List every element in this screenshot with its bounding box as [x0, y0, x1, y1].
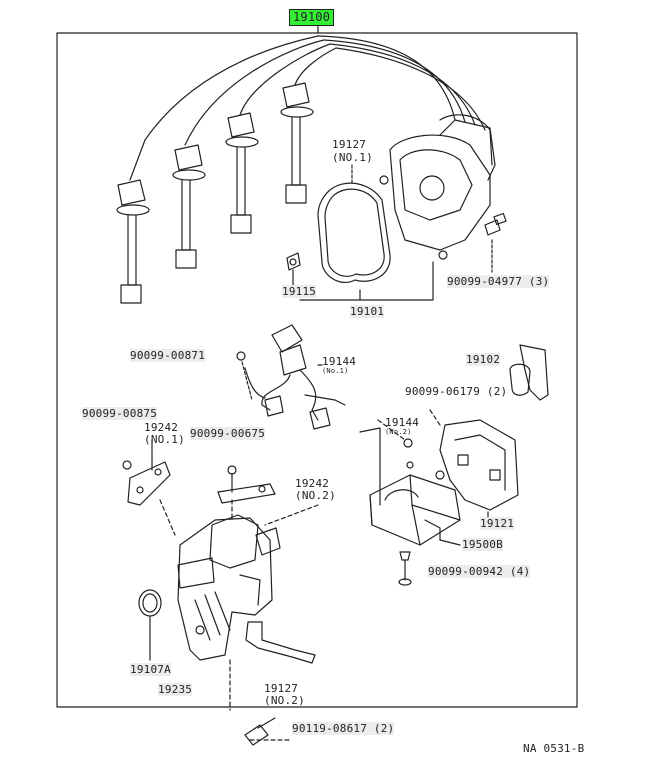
label-19242-bottom[interactable]: 19242 — [295, 477, 330, 490]
label-19242-top-sub: (NO.1) — [144, 433, 185, 446]
label-19242-bottom-sub: (NO.2) — [295, 489, 336, 502]
rotor-cover — [509, 344, 549, 401]
label-90099-04977[interactable]: 90099-04977 (3) — [447, 275, 550, 288]
label-19235[interactable]: 19235 — [158, 683, 193, 696]
cap-bracket-line — [299, 261, 434, 301]
label-19144-bottom-sub: (No.2) — [385, 428, 412, 436]
label-19121[interactable]: 19121 — [480, 517, 515, 530]
label-90099-06179[interactable]: 90099-06179 (2) — [405, 385, 508, 398]
igniter-cover — [439, 419, 519, 511]
label-90099-00871[interactable]: 90099-00871 — [130, 349, 206, 362]
label-19144-bottom[interactable]: 19144 — [385, 416, 420, 429]
label-19115[interactable]: 19115 — [282, 285, 317, 298]
coil-leader — [439, 539, 461, 546]
ignition-coil — [369, 461, 461, 546]
spark-plug-wire-set — [116, 35, 493, 304]
label-19102[interactable]: 19102 — [466, 353, 501, 366]
label-19144-top-sub: (No.1) — [322, 367, 349, 375]
diagram-frame — [56, 32, 578, 708]
bracket-no2 — [217, 483, 276, 504]
label-19127-top-sub: (NO.1) — [332, 151, 373, 164]
distributor-housing — [177, 514, 281, 661]
bracket-no1 — [127, 461, 171, 506]
label-19500b[interactable]: 19500B — [462, 538, 503, 551]
label-19144-top[interactable]: 19144 — [322, 355, 357, 368]
bottom-bolt — [244, 717, 276, 746]
wire-harness-no1 — [244, 324, 346, 430]
label-19127-bottom-sub: (NO.2) — [264, 694, 305, 707]
label-90099-00875[interactable]: 90099-00875 — [82, 407, 158, 420]
main-part-number[interactable]: 19100 — [289, 9, 335, 26]
coil-bolt — [398, 551, 412, 586]
bracket-no2-lower — [245, 621, 316, 664]
label-19242-top[interactable]: 19242 — [144, 421, 179, 434]
label-19127-bottom[interactable]: 19127 — [264, 682, 299, 695]
label-19101[interactable]: 19101 — [350, 305, 385, 318]
o-ring — [138, 589, 162, 617]
rotor — [286, 252, 301, 271]
catalog-code: NA 0531-B — [523, 742, 585, 755]
assembly-lines — [159, 409, 441, 741]
distributor-cap — [379, 119, 496, 260]
label-90099-00675[interactable]: 90099-00675 — [190, 427, 266, 440]
label-19127-top[interactable]: 19127 — [332, 138, 367, 151]
label-90119-08617[interactable]: 90119-08617 (2) — [292, 722, 395, 735]
cap-gasket — [317, 182, 391, 283]
label-19107a[interactable]: 19107A — [130, 663, 171, 676]
cap-bolt — [484, 212, 507, 236]
label-90099-00942[interactable]: 90099-00942 (4) — [428, 565, 531, 578]
